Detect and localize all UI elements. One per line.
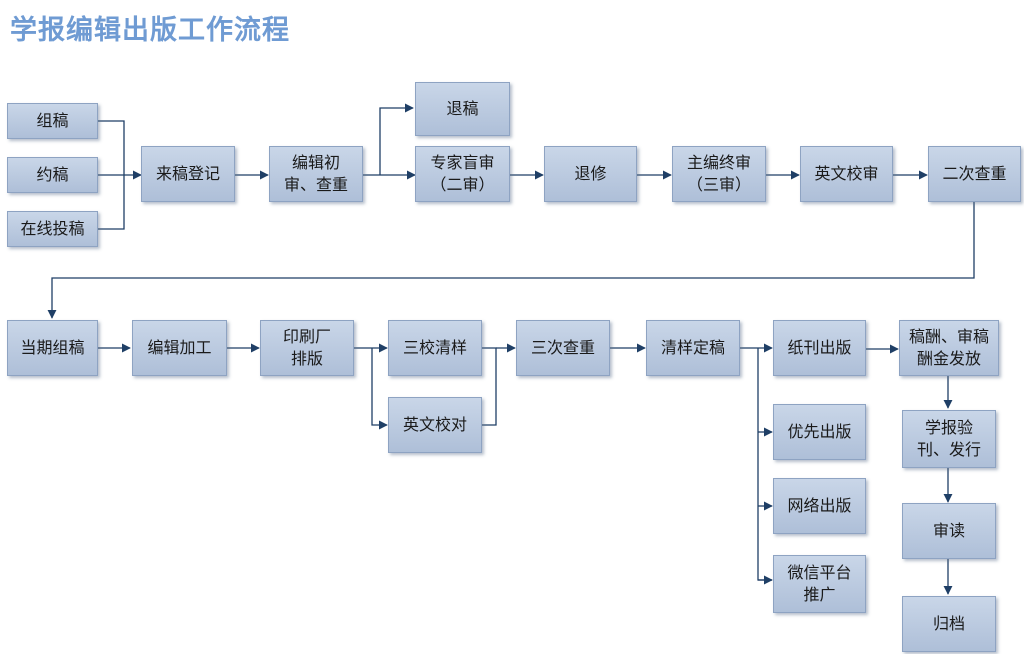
node-xuebao-yankan: 学报验 刊、发行	[902, 410, 996, 468]
node-zhubian-zhongshen: 主编终审 （三审）	[672, 146, 766, 202]
node-erci-chazhong: 二次查重	[928, 146, 1021, 202]
node-qingyang-dinggao: 清样定稿	[646, 320, 740, 376]
node-guidang: 归档	[902, 596, 996, 652]
node-shendu: 审读	[902, 503, 996, 559]
node-gaochou-fafang: 稿酬、审稿 酬金发放	[899, 320, 999, 376]
node-sanjiao-qingyang: 三校清样	[388, 320, 482, 376]
node-zhuanjia-mangshen: 专家盲审 （二审）	[415, 146, 510, 202]
node-yingwen-jiaodui: 英文校对	[388, 397, 482, 453]
node-bianji-chushen: 编辑初 审、查重	[269, 146, 363, 202]
node-tuigao: 退稿	[415, 82, 510, 136]
node-dangqi-zugao: 当期组稿	[7, 320, 98, 376]
node-weixin-tuiguang: 微信平台 推广	[773, 555, 866, 613]
node-yinshuachang-paiban: 印刷厂 排版	[260, 320, 354, 376]
node-sanci-chazhong: 三次查重	[516, 320, 610, 376]
node-tuixiu: 退修	[544, 146, 637, 202]
node-zhikan-chuban: 纸刊出版	[773, 320, 866, 376]
node-bianji-jiagong: 编辑加工	[132, 320, 227, 376]
node-yuegao: 约稿	[7, 157, 98, 193]
node-yingwen-jiaoshen: 英文校审	[800, 146, 893, 202]
node-zugao: 组稿	[7, 103, 98, 139]
node-laigao-dengji: 来稿登记	[141, 146, 235, 202]
page-title: 学报编辑出版工作流程	[10, 15, 290, 46]
node-zaixian-tougao: 在线投稿	[7, 211, 98, 247]
node-wangluo-chuban: 网络出版	[773, 478, 866, 534]
node-youxian-chuban: 优先出版	[773, 404, 866, 460]
